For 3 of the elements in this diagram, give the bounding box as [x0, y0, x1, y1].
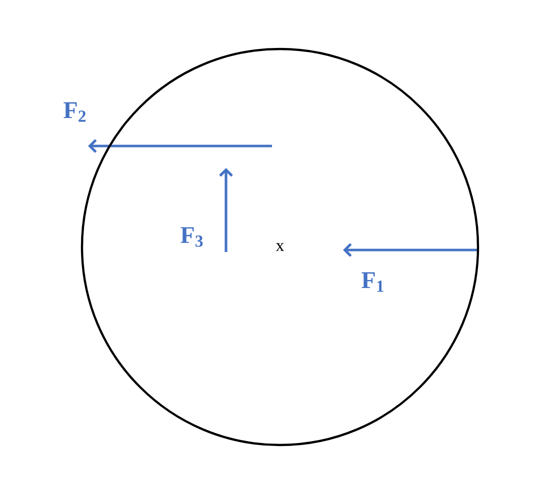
force-label: F$_{3}$: [180, 227, 203, 247]
force-label: F$_{1}$: [362, 272, 384, 292]
force-label: F$_{2}$: [64, 102, 86, 122]
